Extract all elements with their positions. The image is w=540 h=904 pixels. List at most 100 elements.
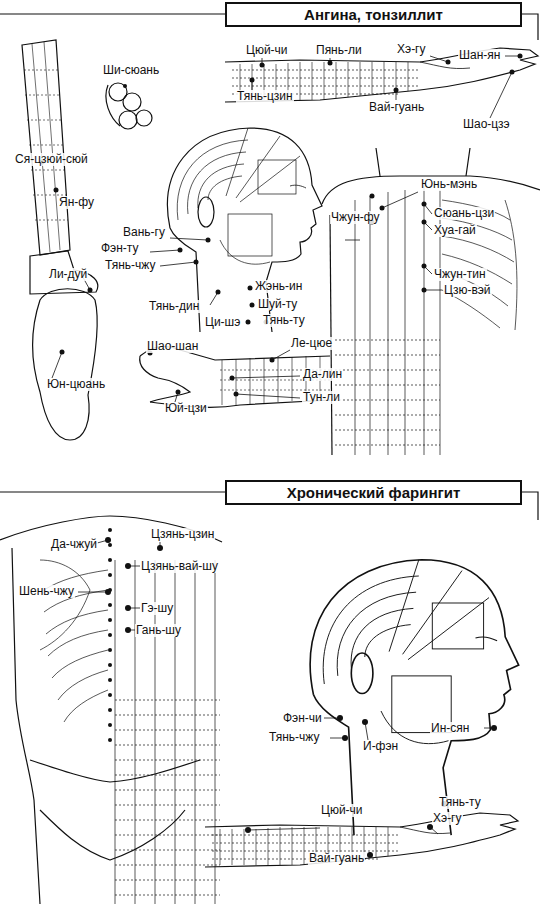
spine-vertebra [108,723,112,727]
arm-outline [205,813,518,867]
point-label: Цзянь-вай-шу [140,560,219,573]
point-label: Цюй-чи [320,804,364,817]
back-outline [40,560,90,650]
point-label: Пянь-ли [315,44,363,57]
spine-vertebra [108,603,112,607]
point-label: Юн-цюань [46,378,106,391]
point-label: Шао-цзэ [462,118,511,131]
acupoint [370,194,427,293]
point-label: Ин-сян [430,722,470,735]
acupoint [60,350,65,355]
point-label: Ян-фу [58,196,95,209]
point-label: Шао-шан [146,340,199,353]
point-label: Сюань-цзи [433,207,495,220]
fist-outline [136,110,152,126]
point-label: Гэ-шу [140,602,174,615]
fist-outline [119,111,137,129]
leader-line [324,718,494,740]
leader-line [78,540,160,630]
leader-line [175,350,300,402]
spine-vertebra [108,558,112,562]
spine-vertebra [108,618,112,622]
spine-vertebra [108,708,112,712]
point-label: Тянь-цзин [236,90,294,103]
fist-outline [123,93,141,111]
acupoint [123,84,127,88]
spine-vertebra [108,678,112,682]
point-label: Ся-цзюй-сюй [14,153,89,166]
arm-outline [205,813,518,867]
hand-outline [140,356,190,402]
torso-outline [505,200,517,330]
point-label: И-фэн [362,740,399,753]
point-label: Да-лин [302,368,343,381]
acupoint [40,160,93,355]
point-label: Ли-дуй [48,268,88,281]
point-label: Хэ-гу [396,43,427,56]
spine-vertebra [108,573,112,577]
leader-line [252,56,520,118]
leg-outline [22,40,70,255]
point-label: Цзянь-цзин [150,528,215,541]
leg-outline [33,289,98,440]
leader-line [78,540,160,630]
point-label: Тянь-ту [262,314,306,327]
leader-line [150,238,218,305]
spine-vertebra [108,663,112,667]
fist-outline [106,83,152,129]
leader-line [345,192,442,290]
spine-vertebra [108,543,112,547]
torso-outline [335,340,440,445]
point-label: Тун-ли [302,391,341,404]
point-label: Тянь-чжу [104,259,156,272]
spine-vertebra [108,528,112,742]
point-label: Фэн-чи [282,712,323,725]
point-label: Цюй-чи [245,44,289,57]
torso-outline [330,215,332,455]
point-label: Шан-ян [458,49,501,62]
spine-vertebra [108,738,112,742]
point-label: Тянь-ту [438,796,482,809]
point-label: Цзю-вэй [443,284,492,297]
point-label: Хуа-гай [433,224,477,237]
point-label: Ле-цюе [290,337,333,350]
fist-outline [106,85,120,126]
acupoint [246,320,251,325]
back-outline [115,560,215,904]
leader-line [150,238,218,305]
leader-line [248,827,438,855]
point-label: Гань-шу [135,624,182,637]
acupoint [370,194,375,199]
acupoint [105,537,163,633]
back-outline [12,548,40,904]
spine-vertebra [108,633,112,637]
leader-line [175,350,300,402]
heading-text: Хронический фарингит [287,484,461,501]
point-label: Жэнь-ин [254,280,303,293]
back-outline [40,560,220,904]
spine-vertebra [108,693,112,697]
point-label: Ши-сюань [102,64,160,77]
point-label: Тянь-чжу [268,731,320,744]
acupoint [248,286,253,291]
point-label: Вай-гуань [368,101,425,114]
leader-line [252,56,520,118]
point-label: Хэ-гу [432,812,463,825]
point-label: Шень-чжу [18,585,75,598]
leader-line [248,827,438,855]
point-label: Чжун-фу [330,211,381,224]
point-label: Ци-шэ [204,316,241,329]
torso-outline [335,186,517,455]
back-outline [0,516,222,542]
back-outline [115,700,220,895]
spine-vertebra [108,648,112,652]
torso-outline [376,148,470,176]
leader-line [324,718,494,740]
panel-heading: Ангина, тонзиллит [225,2,522,27]
acupoint [123,84,127,88]
leader-line [345,192,442,290]
point-label: Юй-цзи [164,402,208,415]
acupoint [250,303,255,308]
point-label: Юнь-мэнь [420,178,478,191]
